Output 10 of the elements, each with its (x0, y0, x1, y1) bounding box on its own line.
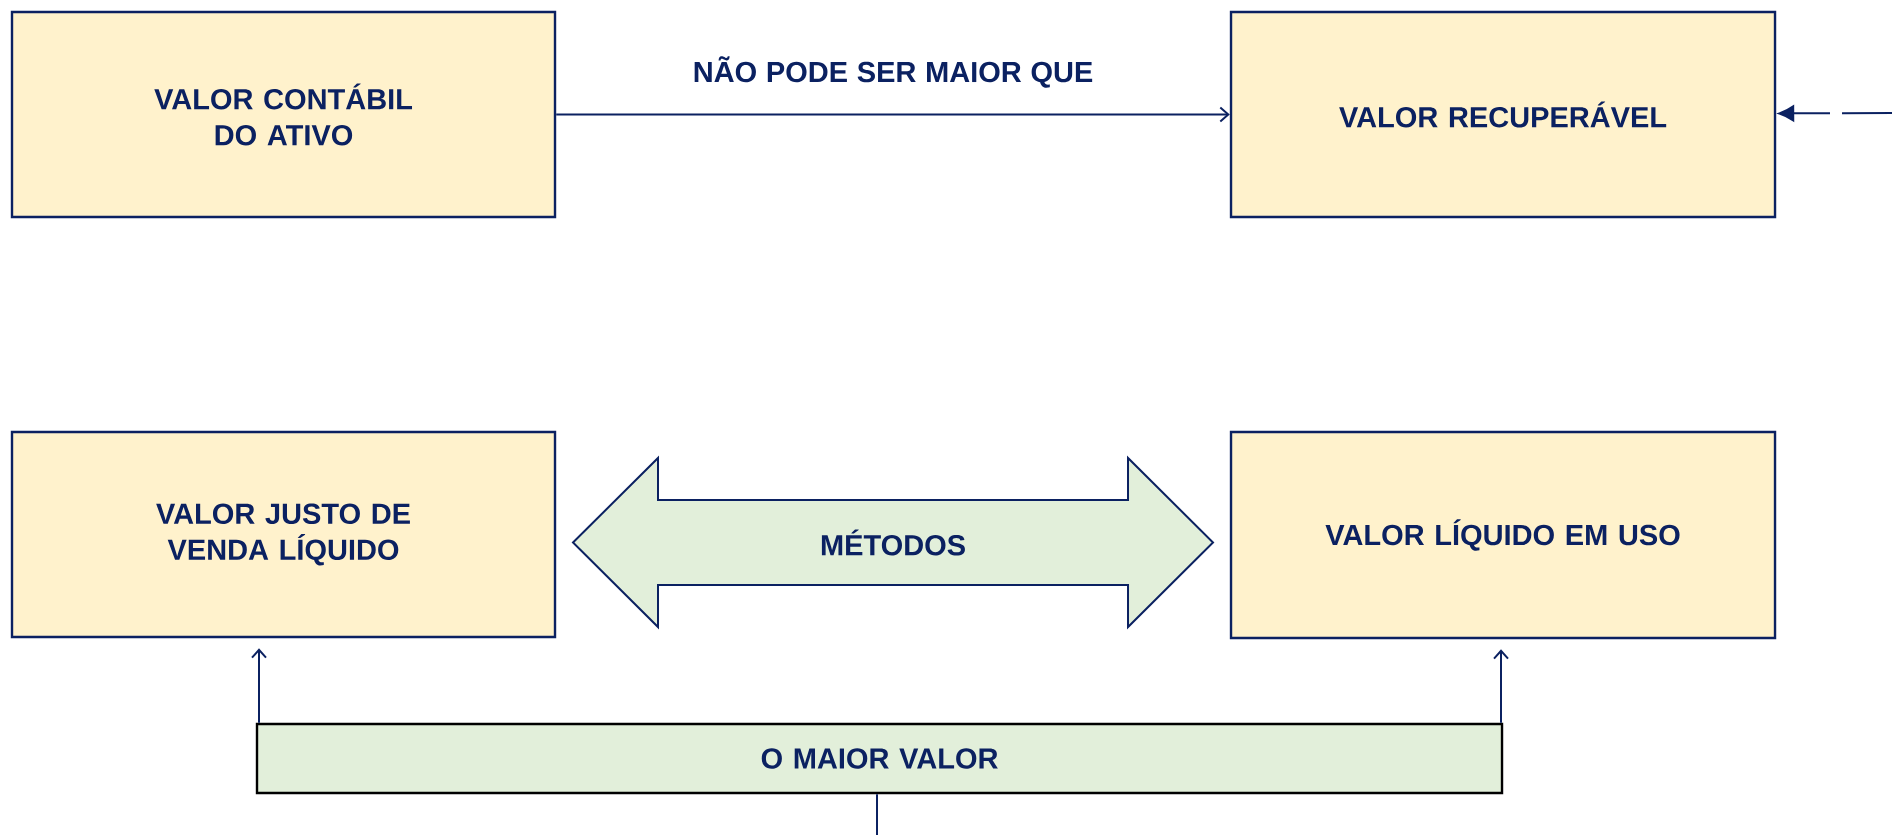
arrow (1778, 105, 1892, 122)
process-box: VALOR RECUPERÁVEL (1229, 10, 1777, 219)
edge-label: NÃO PODE SER MAIOR QUE (690, 54, 1096, 90)
process-box: VALOR CONTÁBIL DO ATIVO (10, 10, 557, 219)
process-box: VALOR LÍQUIDO EM USO (1229, 430, 1777, 640)
arrow (555, 106, 1230, 123)
process-box: VALOR JUSTO DE VENDA LÍQUIDO (10, 430, 557, 639)
result-bar: O MAIOR VALOR (255, 722, 1504, 795)
arrow (1493, 649, 1509, 724)
arrow (251, 648, 267, 724)
